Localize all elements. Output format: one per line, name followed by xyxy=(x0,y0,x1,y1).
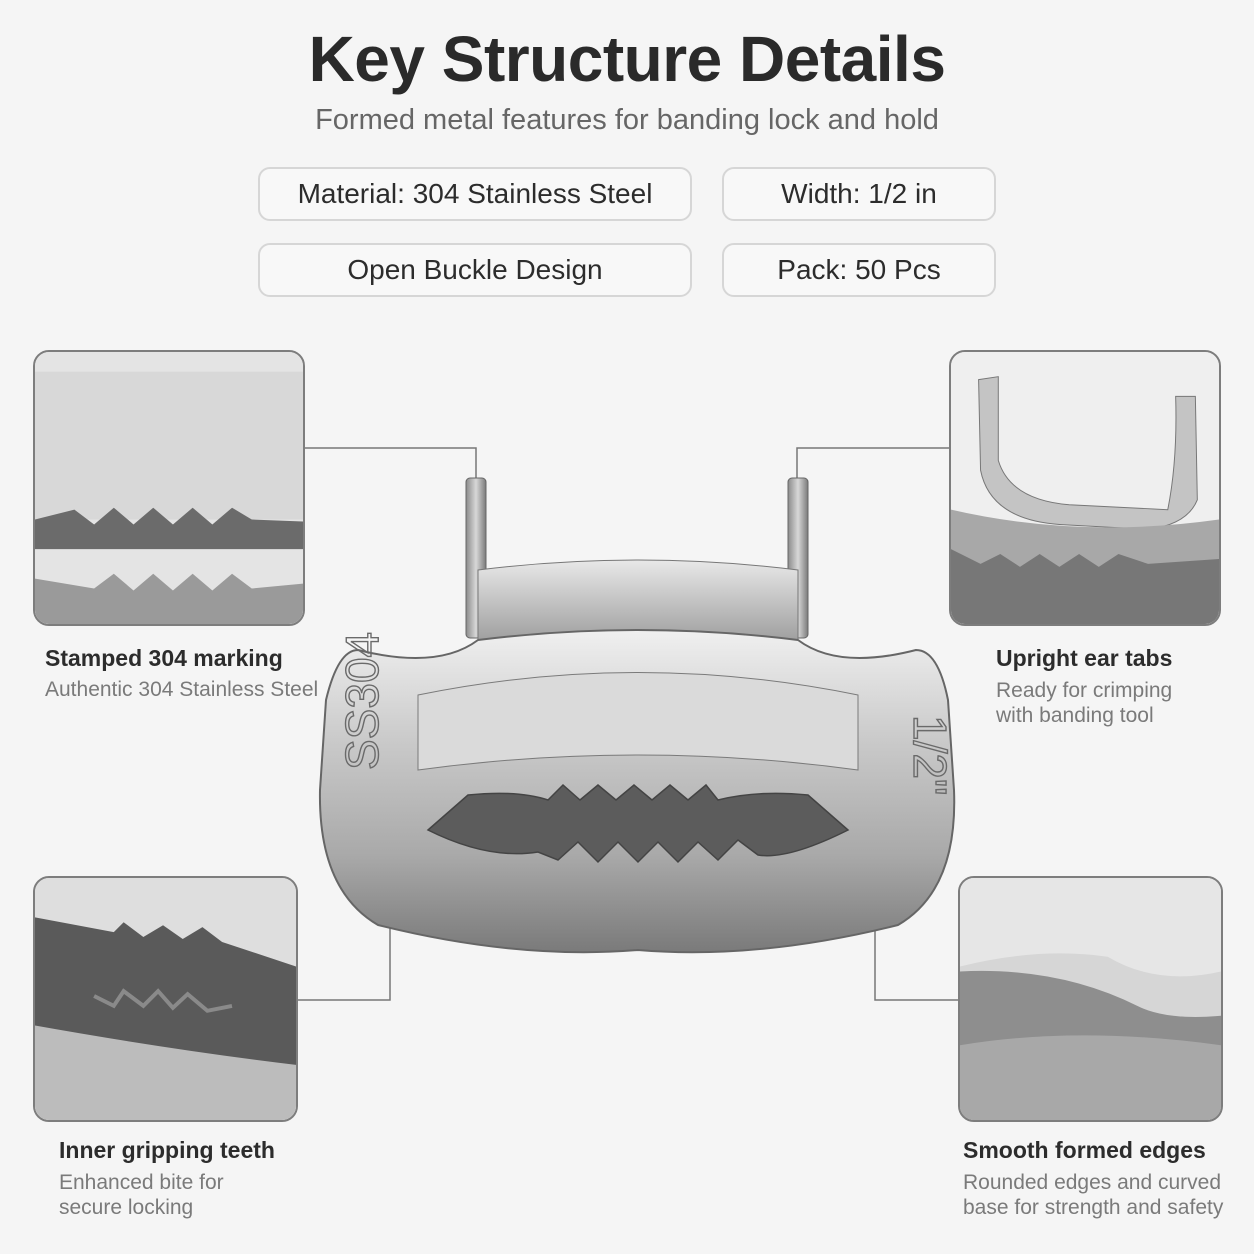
caption-desc-teeth-2: secure locking xyxy=(59,1196,194,1219)
spec-pill-material: Material: 304 Stainless Steel xyxy=(258,167,692,221)
photo-gripping-teeth xyxy=(33,876,298,1122)
caption-title-marking: Stamped 304 marking xyxy=(45,645,283,671)
buckle-window xyxy=(426,783,850,864)
spec-pill-design: Open Buckle Design xyxy=(258,243,692,297)
caption-desc-ears-2: with banding tool xyxy=(996,704,1154,727)
caption-title-edges: Smooth formed edges xyxy=(963,1137,1206,1163)
right-stamp-text: 1/2" xyxy=(904,715,956,795)
caption-desc-teeth-1: Enhanced bite for xyxy=(59,1171,224,1194)
spec-pill-pack: Pack: 50 Pcs xyxy=(722,243,996,297)
photo-ear-tabs xyxy=(949,350,1221,626)
spec-pill-width: Width: 1/2 in xyxy=(722,167,996,221)
buckle-illustration: SS304 1/2" xyxy=(318,477,957,954)
back-band xyxy=(477,559,799,641)
caption-desc-edges-2: base for strength and safety xyxy=(963,1196,1224,1219)
leader-line-edges xyxy=(874,925,958,1001)
left-stamp-text: SS304 xyxy=(336,632,388,770)
front-band xyxy=(417,672,859,771)
caption-desc-marking: Authentic 304 Stainless Steel xyxy=(45,678,319,701)
leader-line-teeth xyxy=(298,925,391,1001)
caption-desc-ears-1: Ready for crimping xyxy=(996,679,1173,702)
caption-title-ears: Upright ear tabs xyxy=(996,645,1173,671)
photo-stamped-marking xyxy=(33,350,305,626)
page-title: Key Structure Details xyxy=(308,23,946,95)
photo-smooth-edges xyxy=(958,876,1223,1122)
page-subtitle: Formed metal features for banding lock a… xyxy=(315,104,939,136)
caption-title-teeth: Inner gripping teeth xyxy=(59,1137,275,1163)
caption-desc-edges-1: Rounded edges and curved xyxy=(963,1171,1222,1194)
